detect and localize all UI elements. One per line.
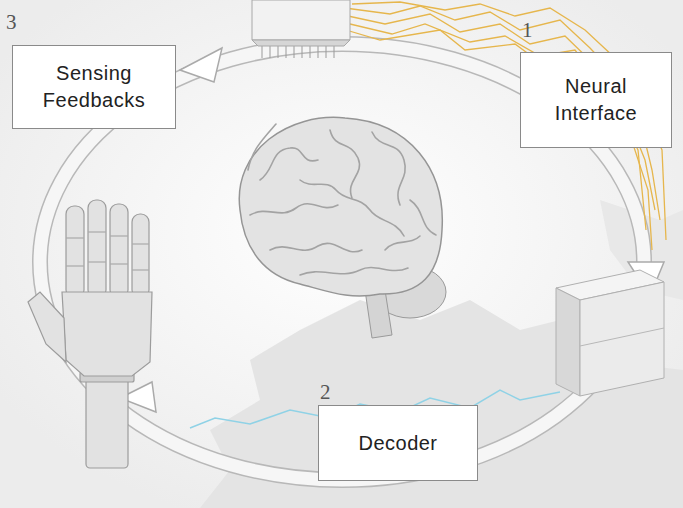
decoder-box: Decoder: [318, 405, 478, 481]
loop-arrowhead: [180, 48, 222, 82]
computer-front: [580, 282, 664, 396]
decoder-computer: [556, 270, 664, 396]
hand-wrist: [86, 376, 128, 468]
brain: [239, 117, 446, 338]
callout-number: 2: [320, 382, 331, 403]
callout-number: 3: [6, 12, 17, 33]
computer-side: [556, 288, 580, 396]
box-label: Sensing Feedbacks: [34, 60, 154, 114]
box-label: Decoder: [358, 430, 437, 457]
finger-joints: [66, 232, 149, 270]
hand-finger: [132, 214, 149, 298]
chip-body: [252, 0, 350, 40]
interface-box: Neural Interface: [520, 52, 672, 148]
feedback-box: Sensing Feedbacks: [12, 45, 176, 129]
wire: [352, 2, 666, 240]
hand-finger: [110, 204, 128, 298]
brain-cerebrum: [239, 117, 442, 296]
neural-chip: [252, 0, 350, 58]
hand-finger: [66, 206, 84, 298]
hand-palm: [62, 292, 152, 376]
robotic-hand: [28, 200, 152, 468]
callout-number: 1: [522, 20, 533, 41]
chip-edge: [252, 40, 350, 46]
computer-seam: [580, 328, 664, 346]
hand-finger: [88, 200, 106, 298]
brain-stem: [365, 290, 392, 338]
hand-thumb: [28, 292, 66, 362]
box-label: Neural Interface: [536, 73, 656, 127]
brain-gyri: [248, 124, 436, 275]
